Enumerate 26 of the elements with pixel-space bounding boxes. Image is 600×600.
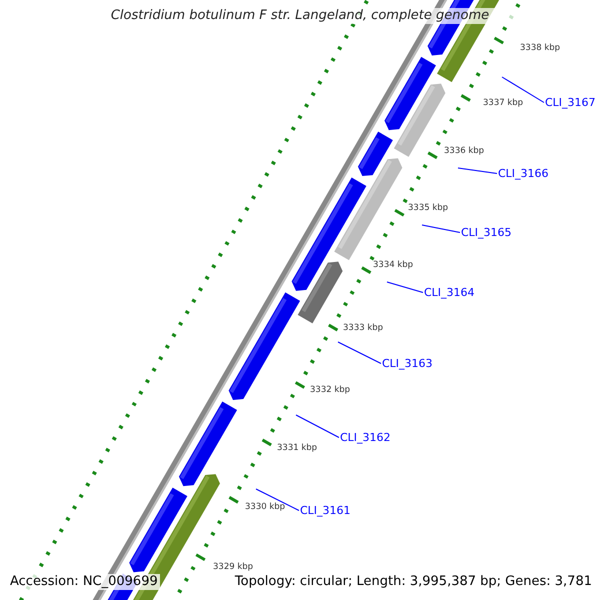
scale-label: 3336 kbp — [444, 147, 484, 156]
scale-label: 3334 kbp — [373, 261, 414, 270]
scale-label: 3329 kbp — [213, 563, 254, 572]
scale-label: 3337 kbp — [483, 99, 524, 108]
leader-line — [422, 224, 460, 233]
accession-label: Accession: NC_009699 — [8, 574, 160, 590]
leader-line — [296, 414, 340, 438]
gene-label: CLI_3166 — [498, 167, 549, 180]
scale-label: 3332 kbp — [310, 386, 350, 394]
gene-label: CLI_3165 — [461, 226, 512, 240]
leader-line — [338, 342, 382, 364]
scale-label: 3331 kbp — [277, 444, 318, 452]
gene-label: CLI_3163 — [382, 357, 433, 370]
gene-label: CLI_3164 — [424, 286, 475, 300]
leader-line — [502, 76, 544, 103]
scale-label: 3333 kbp — [343, 324, 384, 332]
scale-label: 3335 kbp — [408, 204, 448, 212]
scale-label: 3338 kbp — [520, 44, 560, 52]
leader-line — [458, 168, 498, 174]
gene-label: CLI_3167 — [545, 96, 596, 110]
leader-line — [256, 488, 300, 511]
gene-label: CLI_3162 — [340, 431, 391, 444]
scale-label: 3330 kbp — [245, 503, 286, 512]
gene-label: CLI_3161 — [300, 504, 351, 518]
genome-info-label: Topology: circular; Length: 3,995,387 bp; Genes: 3,781 — [234, 574, 592, 590]
leader-line — [386, 282, 424, 293]
